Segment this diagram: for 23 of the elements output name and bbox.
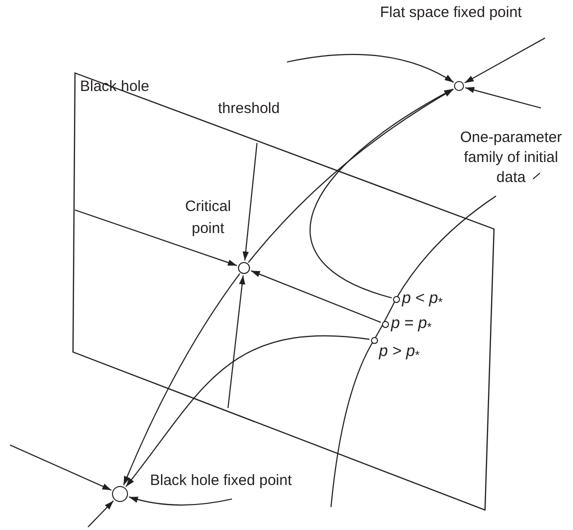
trajectory-arrow	[248, 88, 454, 263]
trajectory-arrow	[465, 86, 542, 109]
trajectory-arrow	[242, 142, 258, 261]
region-label: Flat space fixed point	[380, 3, 523, 23]
trajectory-arrow	[126, 335, 370, 487]
trajectory-arrow	[464, 38, 546, 84]
region-label: threshold	[218, 99, 281, 119]
trajectory-arrow	[250, 270, 382, 323]
parameter-value-label: p = p$_{*}$	[391, 314, 433, 336]
point-label: Black hole fixed point	[150, 471, 293, 491]
trajectory-arrow	[123, 273, 240, 486]
parameter-value-label: p < p$_{*}$	[402, 289, 444, 311]
parameter-value-label: p > p$_{*}$	[379, 342, 421, 364]
region-label: One-parameter family of initial data	[459, 128, 563, 188]
trajectory-arrow	[10, 444, 112, 491]
point-label: Critical point	[184, 197, 232, 239]
region-label: Black hole	[80, 77, 150, 97]
trajectory-arrow	[310, 88, 454, 298]
trajectory-arrow	[286, 54, 454, 83]
trajectory-arrow	[227, 275, 246, 408]
trajectory-arrow	[74, 209, 238, 266]
trajectory-arrow	[128, 496, 232, 506]
trajectory-arrow	[88, 500, 114, 528]
